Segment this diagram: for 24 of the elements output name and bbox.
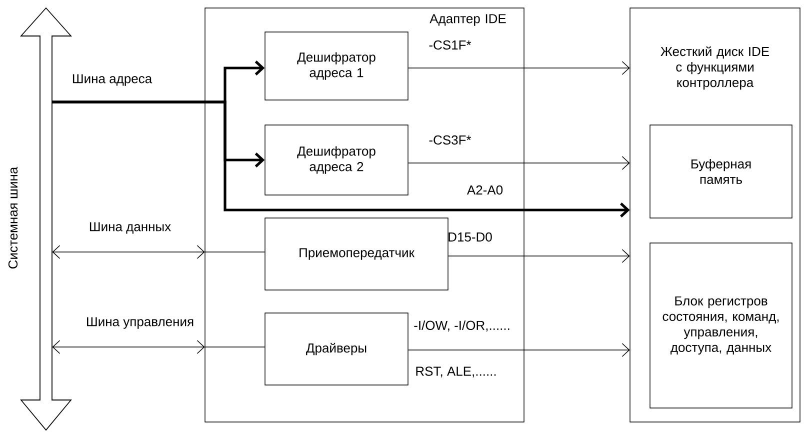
- edge-label: -CS1F*: [429, 40, 472, 50]
- bus-label: Системная шина: [8, 166, 18, 268]
- block-title: Адаптер IDE: [430, 14, 506, 26]
- arrow: [408, 61, 630, 75]
- arrow: [408, 343, 630, 357]
- process-box: Приемопередатчик: [264, 218, 448, 290]
- process-box: Дешифратор адреса 1: [264, 32, 408, 100]
- edge-label: Шина адреса: [72, 74, 152, 86]
- edge-label: -I/OW, -I/OR,......: [414, 320, 510, 332]
- arrow: [52, 100, 630, 218]
- arrow: [52, 340, 205, 354]
- process-box: Драйверы: [264, 312, 408, 386]
- edge-label: Шина данных: [90, 222, 171, 234]
- arrow: [52, 245, 205, 259]
- arrow: [448, 249, 630, 263]
- block-title: Жесткий диск IDE с функциями контроллера: [660, 46, 769, 90]
- process-box: Буферная память: [650, 124, 792, 218]
- edge-label: D15-D0: [448, 232, 492, 242]
- process-box: Блок регистров состояния, команд, управления, доступа, данных: [650, 242, 792, 408]
- edge-label: -CS3F*: [429, 135, 472, 145]
- process-box: Дешифратор адреса 2: [264, 124, 408, 196]
- edge-label: Шина управления: [87, 317, 194, 329]
- arrow: [408, 156, 630, 170]
- edge-label: A2-A0: [466, 185, 503, 195]
